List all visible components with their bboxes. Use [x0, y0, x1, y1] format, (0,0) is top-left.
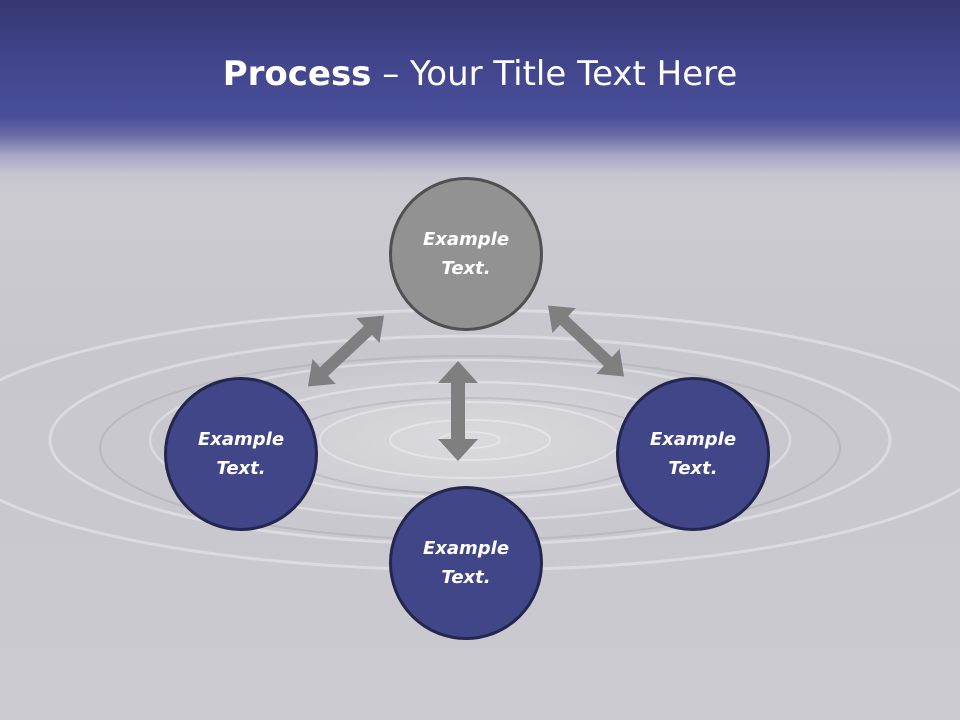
node-left-label: Example Text. — [197, 429, 285, 479]
node-right[interactable]: Example Text. — [616, 377, 770, 531]
node-top-label: Example Text. — [422, 229, 510, 279]
header-band — [0, 0, 960, 190]
title-rest: – Your Title Text Here — [371, 54, 738, 94]
arrow-vertical — [438, 361, 478, 461]
slide-title: Process – Your Title Text Here — [0, 52, 960, 96]
node-bottom-label: Example Text. — [422, 538, 510, 588]
node-bottom[interactable]: Example Text. — [389, 486, 543, 640]
arrow-left-diagonal — [307, 315, 385, 387]
node-right-label: Example Text. — [649, 429, 737, 479]
arrow-right-diagonal — [547, 305, 625, 377]
node-top[interactable]: Example Text. — [389, 177, 543, 331]
title-bold: Process — [222, 54, 372, 94]
node-left[interactable]: Example Text. — [164, 377, 318, 531]
